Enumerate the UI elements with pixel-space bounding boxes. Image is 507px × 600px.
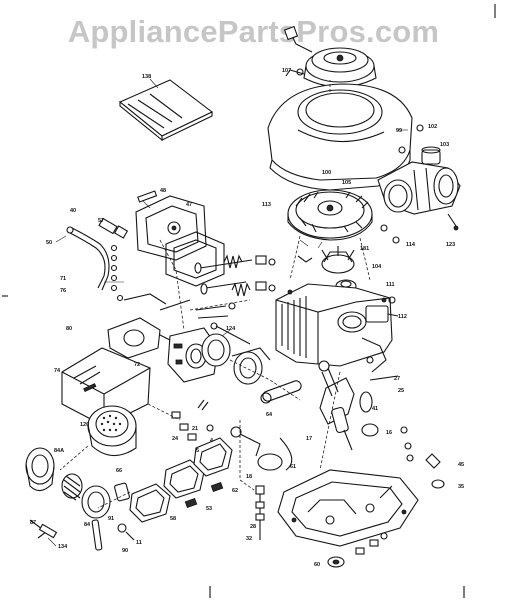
callout-61: 61 bbox=[290, 464, 296, 470]
callout-112: 112 bbox=[398, 314, 407, 320]
callout-17: 17 bbox=[306, 436, 312, 442]
callout-24: 24 bbox=[172, 436, 179, 442]
small-parts-column bbox=[171, 399, 214, 441]
connecting-rod bbox=[230, 380, 302, 471]
callout-138: 138 bbox=[142, 74, 151, 80]
callout-74: 74 bbox=[54, 368, 61, 374]
callout-5: 5 bbox=[196, 448, 199, 454]
callout-66: 66 bbox=[116, 468, 122, 474]
breather-tube bbox=[66, 217, 129, 291]
callout-64: 64 bbox=[266, 412, 273, 418]
callout-84a: 84A bbox=[54, 448, 64, 454]
callout-18: 18 bbox=[246, 474, 252, 480]
callout-99: 99 bbox=[396, 128, 402, 134]
callout-28: 28 bbox=[250, 524, 256, 530]
callout-labels: 138 107 99 102 103 105 100 113 114 123 1… bbox=[30, 68, 464, 568]
callout-114: 114 bbox=[406, 242, 416, 248]
callout-105: 105 bbox=[342, 180, 351, 186]
gasket-plates bbox=[129, 437, 233, 523]
callout-181: 181 bbox=[360, 246, 369, 252]
callout-41: 41 bbox=[372, 406, 378, 412]
crankcase-base bbox=[277, 469, 419, 547]
watermark-text: AppliancePartsPros.com bbox=[67, 14, 440, 49]
callout-90: 90 bbox=[122, 548, 128, 554]
callout-87: 87 bbox=[30, 520, 36, 526]
governor-linkage bbox=[107, 293, 251, 359]
callout-32: 32 bbox=[246, 536, 252, 542]
callout-27: 27 bbox=[394, 376, 400, 382]
callout-21: 21 bbox=[192, 426, 198, 432]
head-gasket bbox=[165, 231, 225, 287]
blower-housing bbox=[267, 83, 413, 191]
callout-124: 124 bbox=[226, 326, 236, 332]
callout-57: 57 bbox=[98, 218, 104, 224]
flywheel bbox=[287, 189, 373, 241]
callout-71: 71 bbox=[60, 276, 66, 282]
callout-35: 35 bbox=[458, 484, 464, 490]
callout-16: 16 bbox=[386, 430, 392, 436]
callout-48: 48 bbox=[160, 188, 166, 194]
callout-58: 58 bbox=[170, 516, 176, 522]
callout-11: 11 bbox=[136, 540, 142, 546]
rewind-starter-assembly bbox=[283, 25, 377, 88]
callout-134: 134 bbox=[58, 544, 68, 550]
cylinder-head-cover bbox=[135, 190, 207, 261]
callout-103: 103 bbox=[440, 142, 449, 148]
callout-47: 47 bbox=[186, 202, 192, 208]
callout-80: 80 bbox=[66, 326, 72, 332]
callout-113: 113 bbox=[262, 202, 271, 208]
small-hardware-column bbox=[104, 244, 124, 302]
callout-91: 91 bbox=[108, 516, 114, 522]
callout-72: 72 bbox=[134, 362, 140, 368]
callout-76: 76 bbox=[60, 288, 66, 294]
callout-25: 25 bbox=[398, 388, 404, 394]
valve-train bbox=[194, 254, 276, 297]
callout-123: 123 bbox=[446, 242, 455, 248]
callout-53: 53 bbox=[206, 506, 212, 512]
callout-4: 4 bbox=[210, 438, 214, 444]
intake-elbow bbox=[201, 329, 271, 385]
assembly-guide-lines bbox=[59, 80, 371, 509]
air-filter-silencer bbox=[377, 146, 461, 231]
callout-102: 102 bbox=[428, 124, 437, 130]
callout-120: 120 bbox=[80, 422, 89, 428]
bottom-hardware bbox=[255, 453, 445, 568]
callout-50: 50 bbox=[46, 240, 52, 246]
callout-84: 84 bbox=[84, 522, 91, 528]
callout-60: 60 bbox=[314, 562, 320, 568]
callout-62: 62 bbox=[232, 488, 238, 494]
callout-107: 107 bbox=[282, 68, 291, 74]
callout-100: 100 bbox=[322, 170, 331, 176]
muffler bbox=[87, 405, 137, 457]
callout-40: 40 bbox=[70, 208, 76, 214]
spark-arrestor-parts bbox=[25, 447, 135, 551]
right-small-parts bbox=[369, 224, 414, 462]
callout-111: 111 bbox=[386, 282, 395, 288]
callout-104: 104 bbox=[372, 264, 382, 270]
callout-45: 45 bbox=[458, 462, 464, 468]
engine-label-plate bbox=[118, 79, 214, 142]
crankshaft bbox=[318, 360, 379, 451]
cylinder-block bbox=[275, 283, 399, 373]
